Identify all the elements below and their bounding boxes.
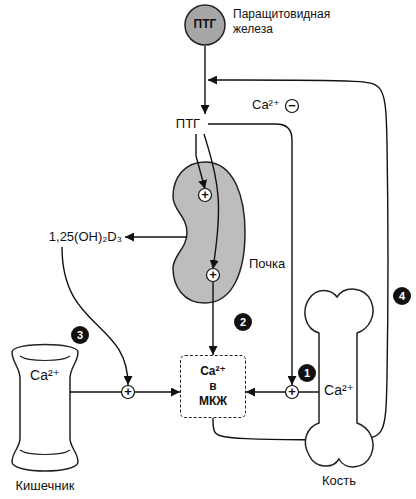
sign-circle bbox=[286, 386, 299, 399]
gland-fill bbox=[185, 5, 225, 45]
arrow-connector bbox=[204, 46, 205, 114]
callout-circle bbox=[393, 287, 411, 305]
callout-number: 2 bbox=[240, 315, 246, 329]
sign-symbol: + bbox=[209, 268, 217, 282]
sign-circle bbox=[286, 100, 299, 113]
node-heading: Кость bbox=[299, 473, 379, 488]
callout-number: 4 bbox=[399, 289, 405, 303]
callout-circle bbox=[298, 364, 316, 382]
node-heading: Кишечник bbox=[0, 478, 90, 493]
sign-symbol: + bbox=[201, 188, 209, 202]
node-text: ПТГ bbox=[168, 116, 208, 131]
callout-circle bbox=[234, 313, 252, 331]
sign-circle bbox=[122, 386, 135, 399]
bone-shape: Ca²⁺Кость bbox=[303, 283, 375, 473]
node-text: ПТГ bbox=[184, 17, 226, 32]
node-heading: Паращитовидная железа bbox=[233, 7, 337, 37]
callout-number: 1 bbox=[304, 366, 310, 380]
callout-circle bbox=[71, 326, 89, 344]
kidney-shape: Почка bbox=[165, 160, 247, 305]
node-text: Ca²⁺ в МКЖ bbox=[198, 364, 228, 409]
hormone-label: ПТГ bbox=[168, 114, 208, 134]
gland-circle: ПТГПаращитовидная железа bbox=[184, 4, 226, 46]
node-heading: Почка bbox=[249, 256, 299, 271]
bone-shape-outline bbox=[303, 283, 375, 473]
shape-outline bbox=[12, 345, 78, 472]
shape-outline bbox=[173, 162, 245, 303]
arrow-connector bbox=[125, 236, 187, 237]
hormone-label: 1,25(OH)₂D₃ bbox=[10, 228, 122, 246]
intestine-shape-outline bbox=[6, 338, 84, 476]
kidney-shape-outline bbox=[165, 160, 247, 305]
node-text: Ca²⁺ bbox=[20, 368, 70, 383]
shape-outline bbox=[305, 289, 373, 467]
callout-number: 3 bbox=[77, 328, 83, 342]
sign-symbol: + bbox=[124, 385, 132, 399]
edge-label: Ca²⁺ bbox=[252, 97, 280, 112]
connector-group bbox=[70, 46, 319, 392]
intestine-shape: Ca²⁺Кишечник bbox=[6, 338, 84, 476]
node-text: Ca²⁺ bbox=[319, 383, 359, 398]
sign-symbol: − bbox=[288, 99, 296, 113]
node-text: 1,25(OH)₂D₃ bbox=[10, 229, 122, 244]
compartment-box: Ca²⁺ в МКЖ bbox=[180, 355, 246, 418]
sign-symbol: + bbox=[288, 385, 296, 399]
arrow-connector bbox=[246, 391, 319, 392]
shape-rim bbox=[20, 450, 70, 455]
shape-rim bbox=[20, 356, 70, 361]
